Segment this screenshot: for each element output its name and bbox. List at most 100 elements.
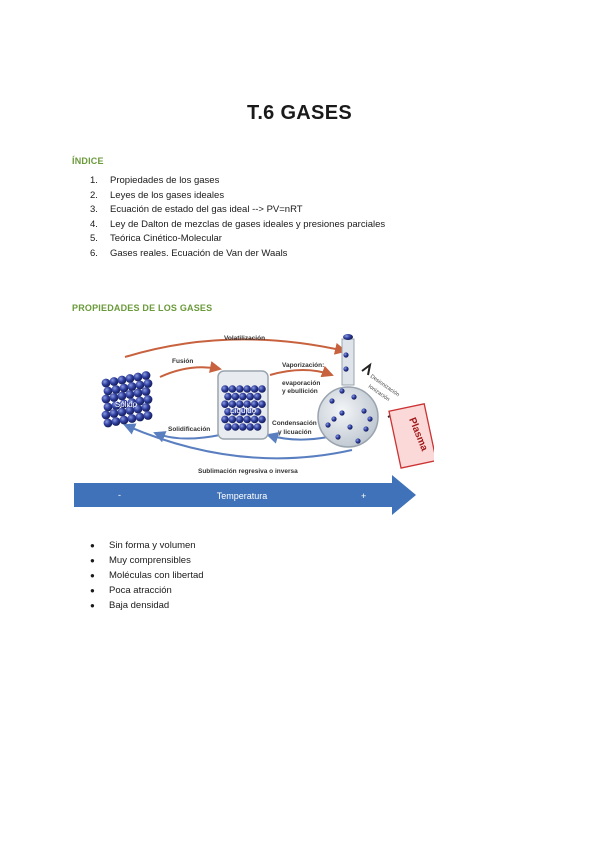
temperature-minus: - [118, 490, 121, 500]
molecule-sphere [133, 388, 143, 398]
molecule-sphere [231, 392, 240, 401]
molecule-sphere [111, 401, 121, 410]
list-item: ● Baja densidad [90, 598, 204, 613]
molecule-sphere [117, 407, 127, 417]
vaporization-arrow [269, 365, 334, 378]
molecule-sphere [101, 410, 111, 420]
molecule-sphere [119, 383, 129, 393]
toc-item: 1.Propiedades de los gases [90, 174, 385, 189]
molecule-sphere [367, 416, 373, 422]
toc-item: 4. Ley de Dalton de mezclas de gases idea… [90, 218, 385, 233]
bullet-icon: ● [90, 541, 95, 550]
list-item: ●Poca atracción [90, 583, 204, 598]
molecule-sphere [135, 380, 145, 390]
molecule-sphere [343, 352, 349, 358]
table-of-contents: 1.Propiedades de los gases 2.Leyes de lo… [90, 174, 385, 262]
toc-item-number: 3. [90, 204, 98, 216]
toc-item: 3. Ecuación de estado del gas ideal --> P… [90, 203, 385, 218]
toc-item-text: Ley de Dalton de mezclas de gases ideale… [110, 218, 386, 230]
molecule-sphere [339, 410, 345, 416]
temperature-label: Temperatura [217, 491, 268, 501]
fusion-arrow [159, 361, 222, 378]
molecule-sphere [228, 415, 237, 424]
molecule-sphere [228, 385, 237, 393]
molecule-sphere [221, 400, 229, 408]
molecule-sphere [236, 400, 244, 408]
solidification-label: Solidificación [168, 426, 210, 433]
molecule-sphere [246, 392, 254, 401]
liquid-label: Líquido [230, 406, 257, 415]
molecule-sphere [361, 408, 367, 414]
list-item: ●Moléculas con libertad [90, 568, 204, 583]
molecule-sphere [246, 423, 254, 431]
bullet-icon: ● [90, 601, 95, 610]
molecule-sphere [224, 392, 232, 401]
molecule-sphere [228, 400, 237, 408]
volatilization-arrow [124, 338, 347, 358]
toc-item-text: Ecuación de estado del gas ideal --> PV=… [110, 204, 303, 216]
molecule-sphere [258, 415, 266, 424]
molecule-sphere [363, 426, 369, 432]
toc-item-number: 2. [90, 189, 98, 201]
toc-item: 6.Gases reales. Ecuación de Van der Waal… [90, 247, 385, 262]
molecule-sphere [239, 408, 247, 416]
toc-item-number: 1. [90, 175, 98, 186]
index-heading: ÍNDICE [72, 156, 104, 166]
solid-cube [101, 371, 153, 428]
molecule-sphere [125, 374, 135, 383]
molecule-sphere [236, 415, 244, 424]
molecule-sphere [119, 415, 129, 425]
molecule-sphere [133, 404, 143, 414]
sublimation-label: Sublimación regresiva o inversa [198, 468, 298, 475]
gas-molecules [325, 352, 373, 444]
toc-item: 5.Teórica Cinético-Molecular [90, 232, 385, 247]
properties-heading: PROPIEDADES DE LOS GASES [72, 303, 213, 313]
list-item: ●Sin forma y volumen [90, 538, 204, 553]
molecule-sphere [224, 408, 232, 416]
molecule-sphere [101, 394, 111, 404]
molecule-sphere [111, 385, 121, 394]
liquefaction-label: y licuación [278, 429, 312, 436]
molecule-sphere [343, 366, 349, 372]
condensation-label: Condensación [272, 420, 317, 427]
bullet-icon: ● [90, 586, 95, 595]
bullet-icon: ● [90, 556, 95, 565]
molecule-sphere [355, 438, 361, 444]
plasma-box: Plasma [388, 403, 434, 469]
molecule-sphere [231, 408, 240, 416]
molecule-sphere [250, 415, 259, 424]
molecule-sphere [339, 388, 345, 394]
molecule-sphere [109, 409, 119, 418]
molecule-sphere [253, 392, 262, 401]
molecule-sphere [246, 408, 254, 416]
liquid-molecules [221, 385, 266, 431]
molecule-sphere [101, 378, 111, 388]
toc-item-text: Gases reales. Ecuación de Van der Waals [110, 247, 288, 259]
molecule-sphere [253, 408, 262, 416]
molecule-sphere [236, 385, 244, 393]
toc-item-number: 4. [90, 218, 98, 230]
volatilization-label: Volatilización [224, 335, 265, 342]
list-item: ●Muy comprensibles [90, 553, 204, 568]
molecule-sphere [143, 379, 153, 388]
molecule-sphere [127, 382, 137, 391]
list-item-text: Baja densidad [109, 600, 170, 611]
condensation-arrow [266, 432, 329, 444]
molecule-sphere [231, 423, 240, 431]
molecule-sphere [103, 386, 113, 396]
molecule-sphere [221, 385, 229, 393]
temperature-arrow [74, 475, 416, 515]
molecule-sphere [239, 423, 247, 431]
list-item-text: Moléculas con libertad [109, 570, 204, 581]
molecule-sphere [331, 416, 337, 422]
solid-label: Sólido [115, 400, 138, 409]
molecule-sphere [141, 371, 151, 380]
molecule-sphere [143, 395, 153, 404]
molecule-sphere [258, 385, 266, 393]
evaporation-label: evaporación [282, 380, 320, 387]
molecule-sphere [224, 423, 232, 431]
molecule-sphere [103, 418, 113, 428]
molecule-sphere [325, 422, 331, 428]
molecule-sphere [243, 415, 251, 424]
molecule-sphere [125, 390, 135, 399]
